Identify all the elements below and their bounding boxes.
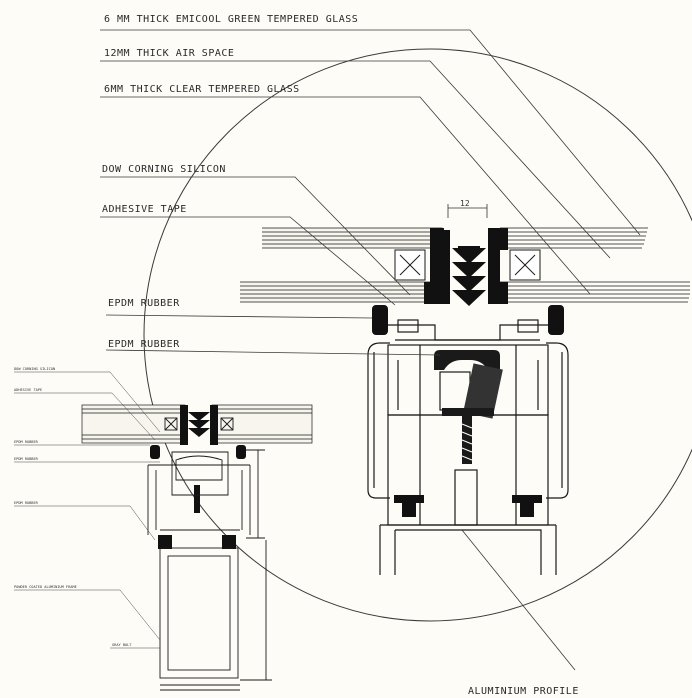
spacer-right [509, 249, 541, 281]
label-epdm-rubber-2: EPDM RUBBER [108, 339, 180, 350]
label-silicone: DOW CORNING SILICON [102, 164, 226, 175]
small-label-epdm-rubber-3: EPDM RUBBER [14, 501, 39, 505]
label-epdm-rubber-1: EPDM RUBBER [108, 298, 180, 309]
screw-fixing [434, 350, 503, 464]
epdm-rubber-bottom [394, 495, 542, 517]
small-label-epdm-rubber-2: EPDM RUBBER [14, 457, 39, 461]
label-inner-glass: 6MM THICK CLEAR TEMPERED GLASS [104, 84, 300, 95]
leader-lines [100, 29, 641, 671]
silicone-seal [424, 228, 508, 304]
label-outer-glass: 6 MM THICK EMICOOL GREEN TEMPERED GLASS [104, 14, 358, 25]
small-label-gray-bolt: GRAY BOLT [112, 643, 132, 647]
dimension-12 [447, 204, 488, 218]
small-label-silicone: DOW CORNING SILICON [14, 367, 55, 371]
weather-gasket [452, 246, 486, 306]
glass-panel-right [500, 227, 690, 303]
small-label-frame: POWDER COATED ALUMINIUM FRAME [14, 585, 77, 589]
epdm-rubber-top [372, 305, 564, 335]
label-adhesive-tape: ADHESIVE TAPE [102, 204, 187, 215]
small-label-epdm-rubber-1: EPDM RUBBER [14, 440, 39, 444]
label-air-space: 12MM THICK AIR SPACE [104, 48, 234, 59]
detail-circle [143, 48, 692, 622]
small-section-view: DOW CORNING SILICON ADHESIVE TAPE EPDM R… [14, 367, 313, 691]
small-label-adhesive-tape: ADHESIVE TAPE [14, 388, 42, 392]
spacer-left [394, 249, 426, 281]
label-aluminium-profile: ALUMINIUM PROFILE [468, 686, 579, 697]
dimension-12-label: 12 [460, 199, 470, 208]
